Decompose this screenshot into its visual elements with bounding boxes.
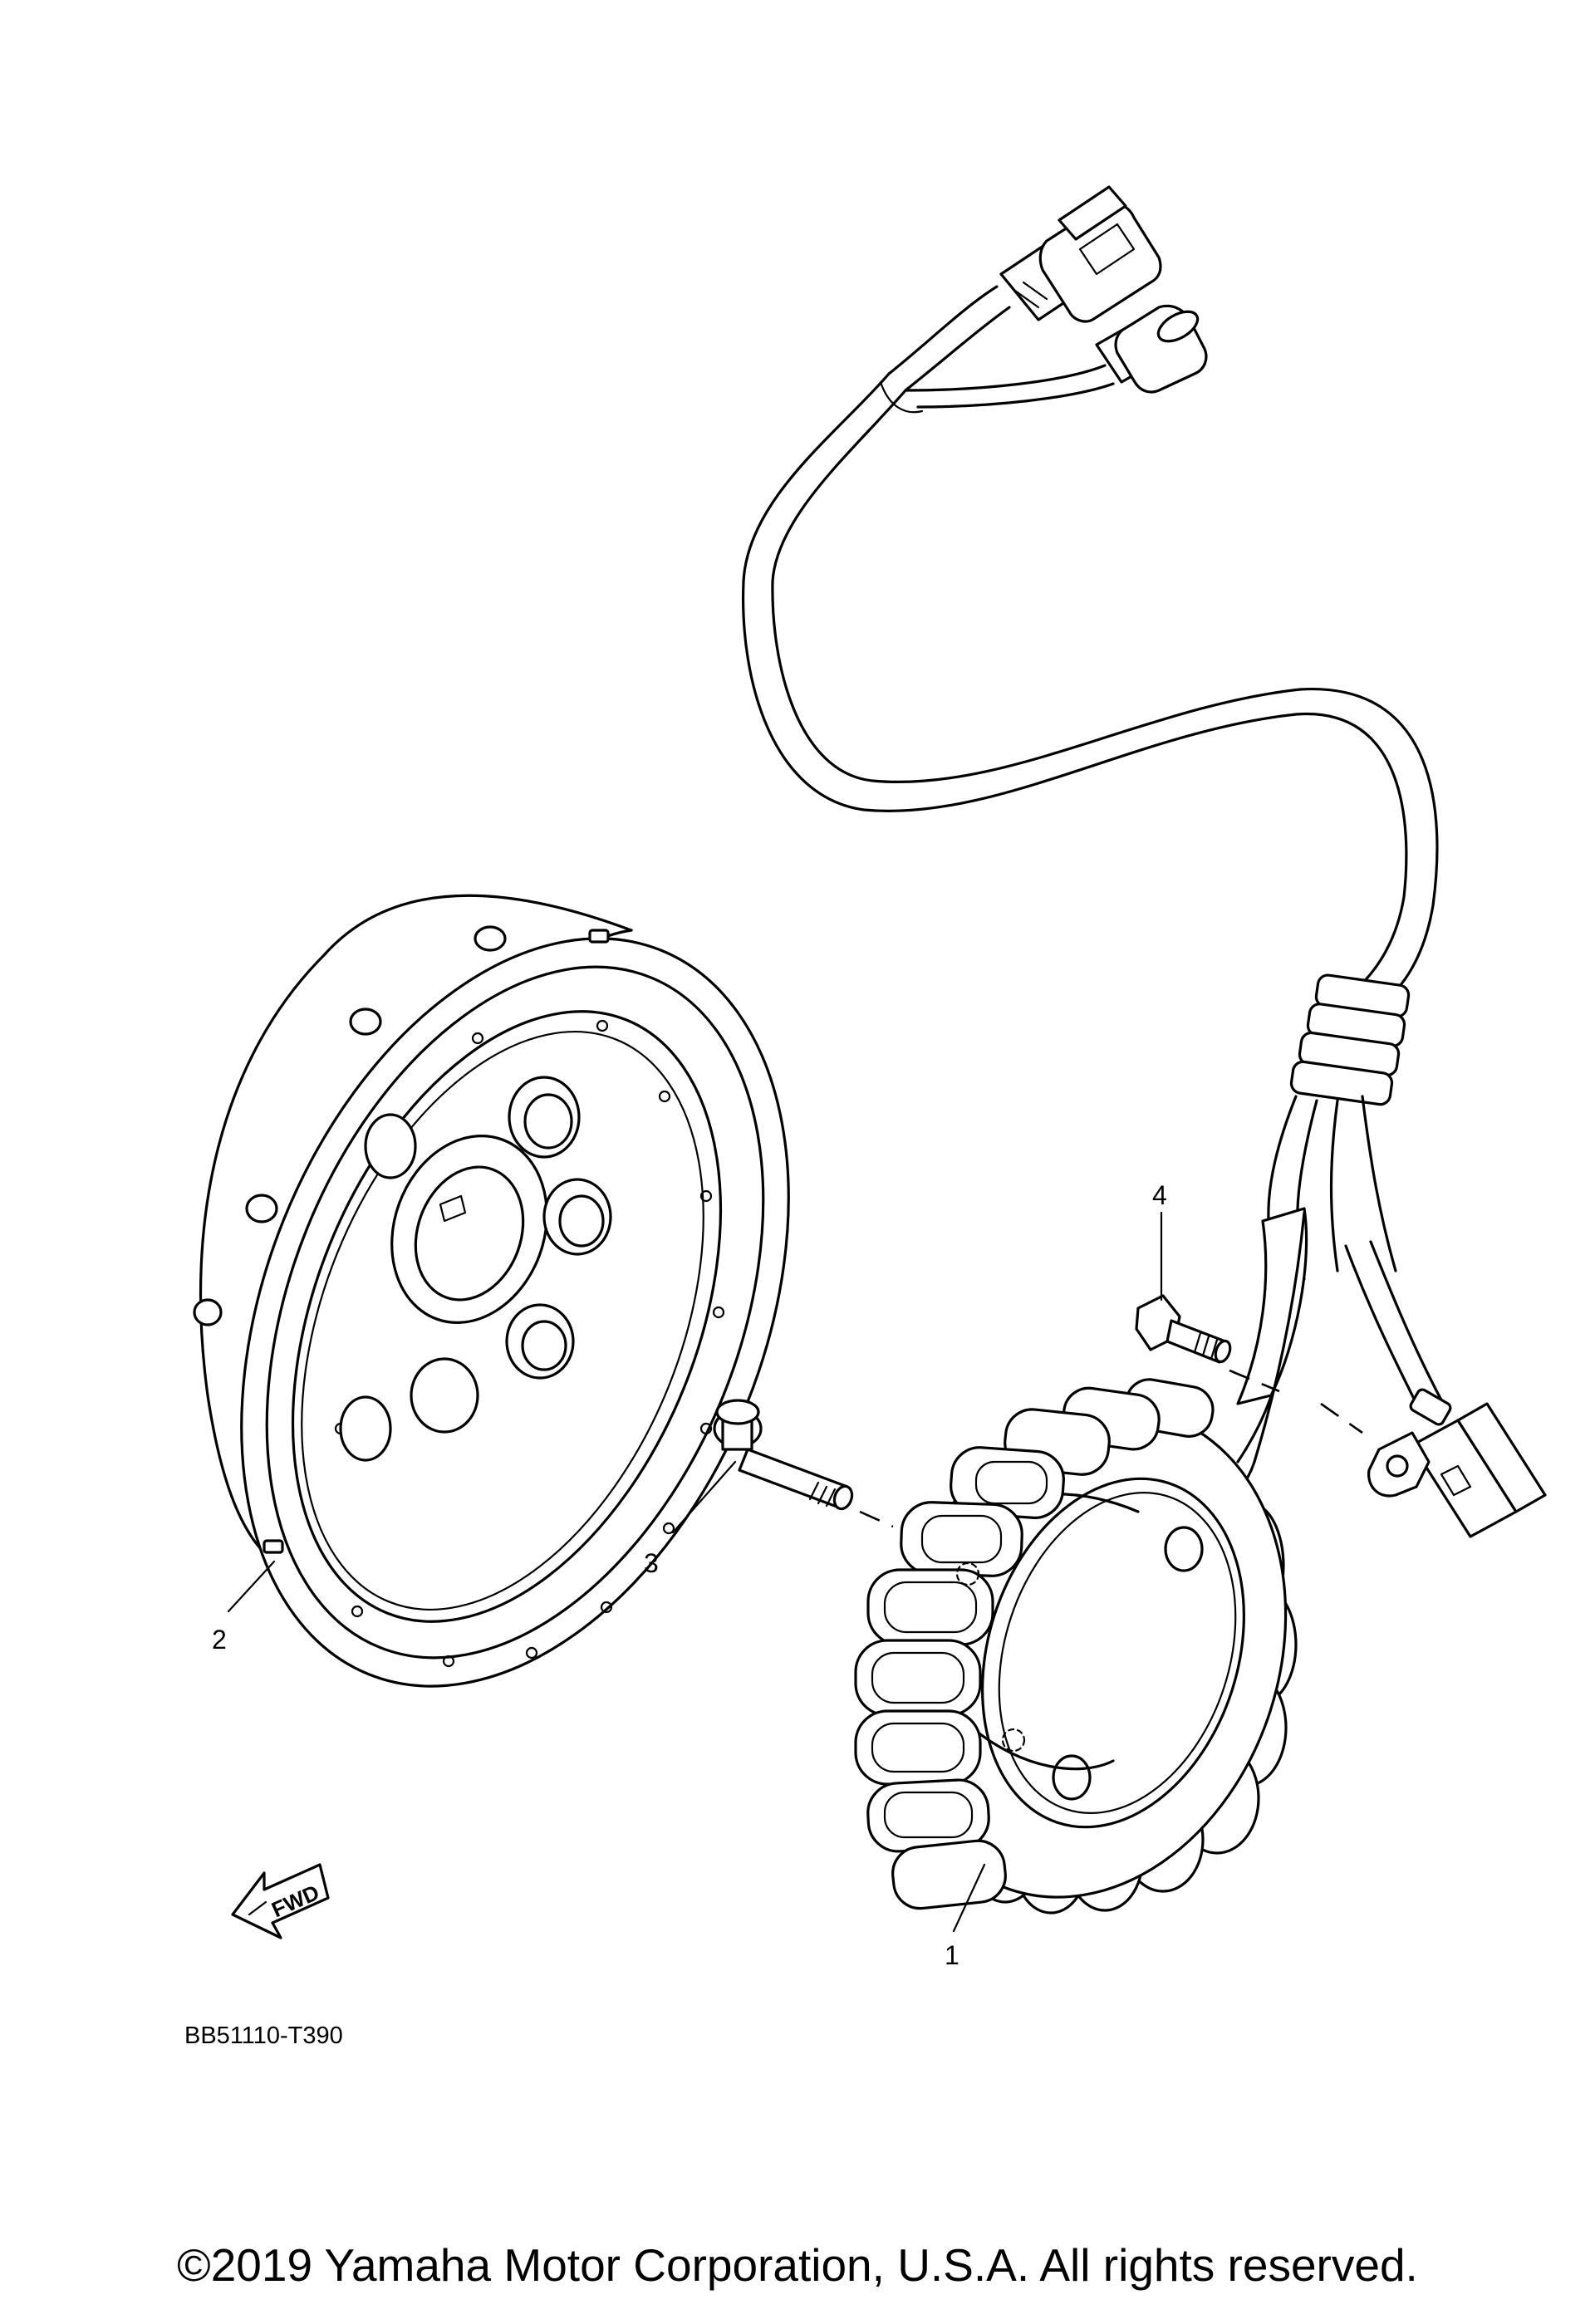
- callout-bolt-short: 4: [1152, 1180, 1167, 1210]
- wire-harness: [741, 285, 1452, 1522]
- stator-front-coils: [854, 1378, 1215, 1910]
- rotor: [193, 894, 790, 1688]
- diagram-code: BB51110-T390: [184, 2022, 343, 2049]
- bolt-short: [1135, 1294, 1232, 1364]
- rotor-hub: [339, 1076, 612, 1462]
- connector-small: [1095, 304, 1208, 394]
- stator: [854, 1378, 1298, 1915]
- fwd-arrow-icon: FWD: [231, 1863, 330, 1939]
- grommet: [1289, 973, 1411, 1106]
- bolt-long: [713, 1399, 854, 1511]
- copyright-notice: ©2019 Yamaha Motor Corporation, U.S.A. A…: [177, 2239, 1418, 2291]
- callout-bolt-long: 3: [644, 1548, 659, 1578]
- leader-lines: [227, 1211, 1163, 1933]
- callout-rotor: 2: [212, 1625, 227, 1655]
- connector-large: [999, 185, 1162, 323]
- pickup-coil: [1367, 1402, 1547, 1538]
- callout-stator: 1: [945, 1940, 959, 1970]
